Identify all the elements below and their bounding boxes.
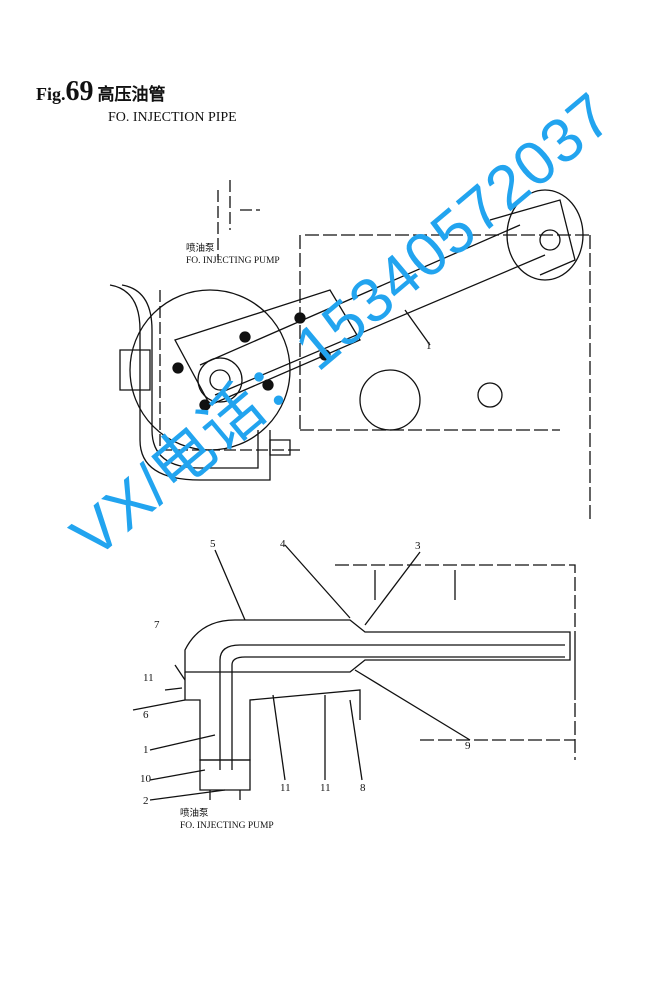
callout-1: 1	[143, 744, 149, 756]
title-cn: 高压油管	[97, 85, 166, 104]
callout-7: 7	[154, 619, 160, 631]
fig-prefix: Fig.	[36, 84, 66, 104]
upper-pump-label-en: FO. INJECTING PUMP	[186, 256, 280, 266]
callout-4: 4	[280, 538, 286, 550]
title-en: FO. INJECTION PIPE	[108, 110, 237, 125]
callout-8: 8	[360, 782, 366, 794]
callout-1-upper: 1	[426, 340, 432, 352]
upper-view	[109, 180, 591, 520]
callout-10: 10	[140, 773, 151, 785]
callout-3: 3	[415, 540, 421, 552]
callout-11a: 11	[143, 672, 154, 684]
lower-view	[132, 544, 576, 801]
lower-pump-label-en: FO. INJECTING PUMP	[180, 821, 274, 831]
callout-11c: 11	[320, 782, 331, 794]
upper-pump-label: 喷油泵 FO. INJECTING PUMP	[186, 243, 280, 267]
callout-2: 2	[143, 795, 149, 807]
callout-6: 6	[143, 709, 149, 721]
callout-9: 9	[465, 740, 471, 752]
callout-11b: 11	[280, 782, 291, 794]
callout-5: 5	[210, 538, 216, 550]
lower-pump-label: 喷油泵 FO. INJECTING PUMP	[180, 808, 274, 832]
lower-pump-label-cn: 喷油泵	[180, 809, 209, 819]
fig-number: 69	[65, 76, 94, 107]
upper-pump-label-cn: 喷油泵	[186, 244, 215, 254]
